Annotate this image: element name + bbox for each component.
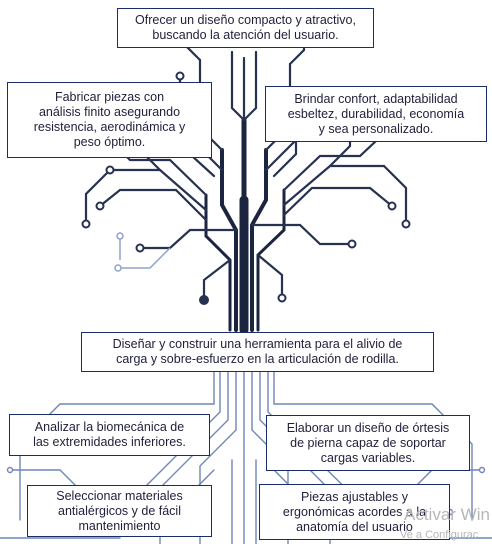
objective-box-left-bottom: Seleccionar materiales antialérgicos y d… <box>27 485 212 537</box>
activation-watermark-title: Activar Win <box>404 505 490 524</box>
goal-box-left-upper: Fabricar piezas con análisis finito aseg… <box>7 82 212 158</box>
goal-box-right-upper-text: Brindar confort, adaptabilidad esbeltez,… <box>287 91 465 136</box>
main-objective-text: Diseñar y construir una herramienta para… <box>112 337 403 366</box>
objective-box-right-mid: Elaborar un diseño de órtesis de pierna … <box>266 415 470 471</box>
objective-box-left-bottom-text: Seleccionar materiales antialérgicos y d… <box>56 488 183 533</box>
goal-box-top: Ofrecer un diseño compacto y atractivo, … <box>117 8 374 48</box>
objective-box-right-mid-text: Elaborar un diseño de órtesis de pierna … <box>286 420 450 465</box>
goal-box-top-text: Ofrecer un diseño compacto y atractivo, … <box>135 13 356 42</box>
lower-left-branches <box>114 232 171 272</box>
goal-box-right-upper: Brindar confort, adaptabilidad esbeltez,… <box>265 86 487 142</box>
goal-box-left-upper-text: Fabricar piezas con análisis finito aseg… <box>33 90 186 149</box>
objective-box-right-bottom: Piezas ajustables y ergonómicas acordes … <box>259 484 450 540</box>
objective-box-left-mid: Analizar la biomecánica de las extremida… <box>9 414 210 456</box>
objective-box-left-mid-text: Analizar la biomecánica de las extremida… <box>33 420 186 449</box>
main-objective-box: Diseñar y construir una herramienta para… <box>81 332 434 372</box>
tree-trunk <box>204 117 286 335</box>
objective-box-right-bottom-text: Piezas ajustables y ergonómicas acordes … <box>282 489 427 534</box>
activation-watermark-subtitle: Ve a Configurac <box>400 529 479 541</box>
upper-branches <box>84 32 408 300</box>
